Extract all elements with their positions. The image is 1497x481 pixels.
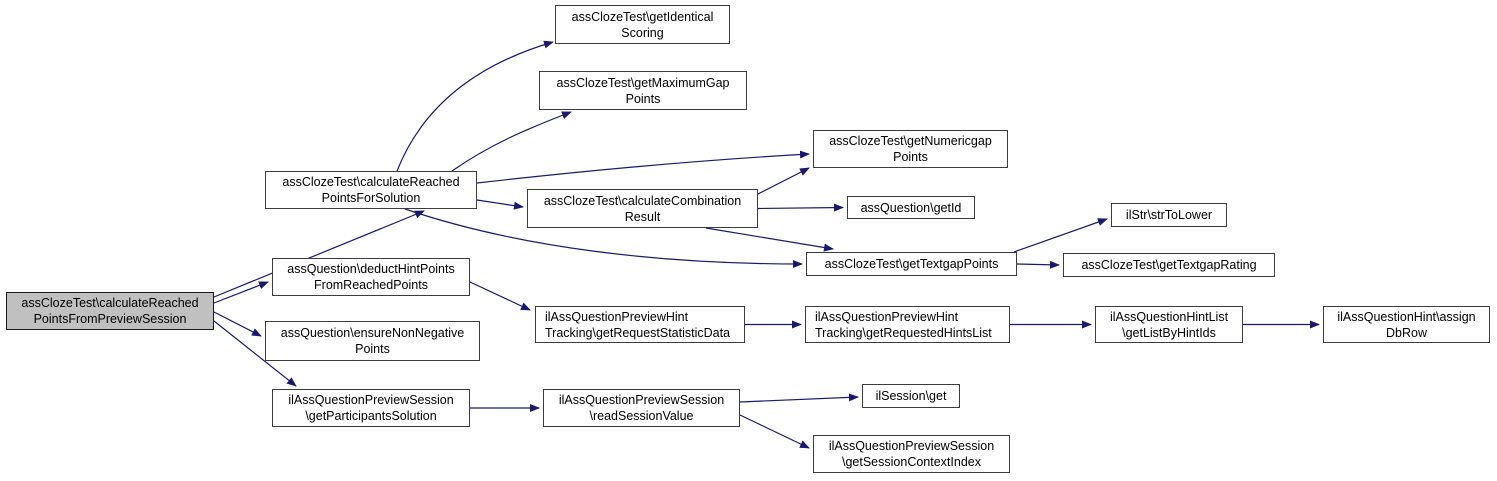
graph-node-getParticipants[interactable]: ilAssQuestionPreviewSession \getParticip… — [272, 389, 470, 427]
edge-calcForSolution-getIdenticalScoring — [396, 40, 554, 172]
graph-node-getTextgapPoints[interactable]: assClozeTest\getTextgapPoints — [806, 252, 1017, 276]
graph-node-requestedHintsList[interactable]: ilAssQuestionPreviewHint Tracking\getReq… — [805, 306, 1010, 343]
graph-node-assignDbRow[interactable]: ilAssQuestionHint\assign DbRow — [1323, 306, 1490, 343]
graph-node-getTextgapRating[interactable]: assClozeTest\getTextgapRating — [1063, 253, 1275, 277]
graph-node-getId[interactable]: assQuestion\getId — [847, 196, 975, 219]
edge-calcCombination-getTextgapPoints — [705, 227, 834, 252]
edge-getTextgapPoints-strToLower — [1013, 218, 1108, 253]
graph-node-calcCombination[interactable]: assClozeTest\calculateCombination Result — [527, 189, 758, 228]
graph-node-calcForSolution[interactable]: assClozeTest\calculateReached PointsForS… — [265, 171, 477, 209]
graph-node-root: assClozeTest\calculateReached PointsFrom… — [6, 292, 214, 330]
graph-node-getListByHintIds[interactable]: ilAssQuestionHintList \getListByHintIds — [1095, 306, 1243, 343]
graph-node-requestStatisticData[interactable]: ilAssQuestionPreviewHint Tracking\getReq… — [535, 306, 745, 343]
graph-node-getSessionContextIndex[interactable]: ilAssQuestionPreviewSession \getSessionC… — [813, 435, 1010, 473]
edge-calcForSolution-calcCombination — [476, 199, 524, 210]
graph-node-strToLower[interactable]: ilStr\strToLower — [1111, 203, 1227, 227]
edge-calcForSolution-getTextgapPoints — [404, 208, 803, 268]
graph-node-deductHint[interactable]: assQuestion\deductHintPoints FromReached… — [272, 258, 470, 296]
graph-node-getIdenticalScoring[interactable]: assClozeTest\getIdentical Scoring — [555, 5, 730, 44]
edge-calcForSolution-getNumericgap — [476, 150, 810, 184]
edge-readSessionValue-ilSessionGet — [739, 393, 859, 403]
graph-node-readSessionValue[interactable]: ilAssQuestionPreviewSession \readSession… — [543, 389, 740, 427]
edge-root-deductHint — [213, 281, 269, 304]
edge-root-ensureNonNeg — [213, 311, 262, 337]
edge-calcCombination-getNumericgap — [757, 167, 810, 195]
edge-root-calcForSolution — [213, 210, 425, 298]
edge-calcForSolution-getMaximumGap — [451, 111, 572, 172]
graph-node-ilSessionGet[interactable]: ilSession\get — [862, 384, 960, 408]
edge-calcCombination-getId — [757, 203, 844, 212]
edge-readSessionValue-getSessionContextIndex — [739, 414, 810, 449]
edge-getTextgapPoints-getTextgapRating — [1016, 260, 1060, 269]
edge-deductHint-requestStatisticData — [469, 281, 531, 311]
graph-node-ensureNonNeg[interactable]: assQuestion\ensureNonNegative Points — [265, 321, 480, 361]
graph-node-getMaximumGap[interactable]: assClozeTest\getMaximumGap Points — [539, 71, 747, 110]
edge-root-getParticipants — [213, 320, 297, 387]
graph-node-getNumericgap[interactable]: assClozeTest\getNumericgap Points — [813, 130, 1008, 168]
